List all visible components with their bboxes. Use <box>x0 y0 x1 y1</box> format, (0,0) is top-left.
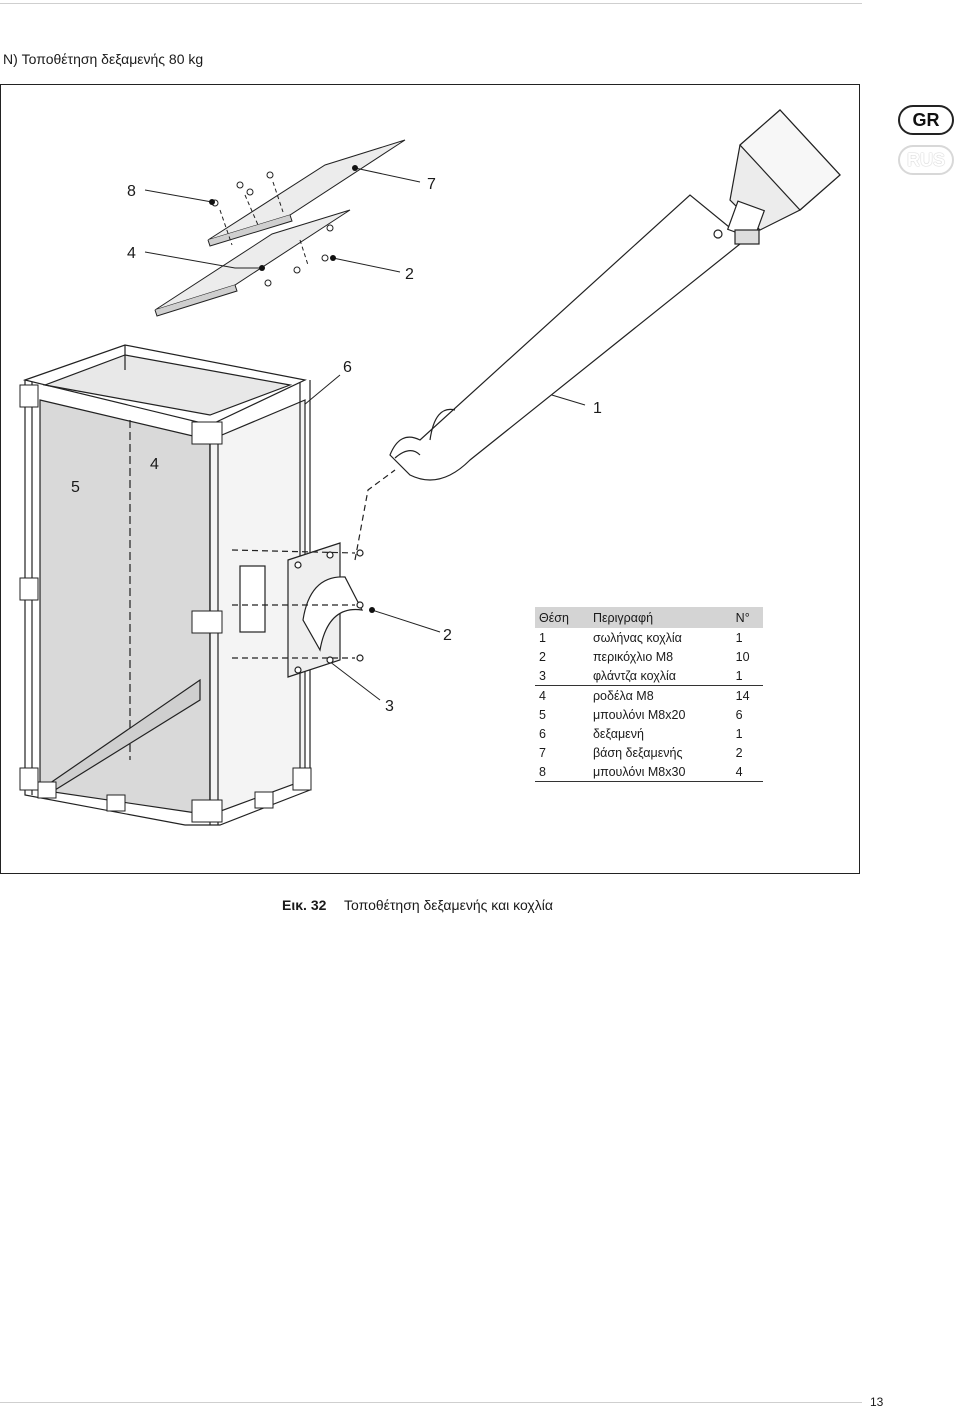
top-rule <box>0 3 862 4</box>
row-qty: 1 <box>735 630 743 645</box>
parts-table-header: Θέση Περιγραφή N° <box>535 607 763 628</box>
tank-base-plates <box>154 139 406 317</box>
bottom-rule <box>0 1402 862 1403</box>
callout-3: 3 <box>385 698 394 715</box>
callout-4-top: 4 <box>127 245 136 262</box>
row-qty: 2 <box>735 745 743 760</box>
row-qty: 6 <box>735 707 743 722</box>
row-desc: φλάντζα κοχλία <box>592 668 677 683</box>
figure-caption-text: Τοποθέτηση δεξαμενής και κοχλία <box>344 897 553 913</box>
row-qty: 1 <box>735 668 743 683</box>
row-pos: 1 <box>539 630 546 645</box>
row-desc: περικόχλιο M8 <box>592 649 674 664</box>
table-row: 6 δεξαμενή 1 <box>535 724 763 743</box>
row-qty: 14 <box>731 685 763 705</box>
row-desc: μπουλόνι M8x20 <box>592 707 686 722</box>
table-row: 7 βάση δεξαμενής 2 <box>535 743 763 762</box>
callout-2-top: 2 <box>405 266 414 283</box>
callout-labels: 8 7 4 2 6 1 5 4 2 3 <box>71 176 602 715</box>
row-pos: 4 <box>535 685 589 705</box>
callout-4-mid: 4 <box>150 456 159 473</box>
page-number: 13 <box>870 1395 884 1409</box>
table-row: 1 σωλήνας κοχλία 1 <box>535 628 763 647</box>
callout-5: 5 <box>71 479 80 496</box>
row-pos: 6 <box>539 726 546 741</box>
table-row: 5 μπουλόνι M8x20 6 <box>535 705 763 724</box>
language-badge-gr: GR <box>898 105 954 135</box>
row-desc: μπουλόνι M8x30 <box>588 762 732 782</box>
parts-table: Θέση Περιγραφή N° 1 σωλήνας κοχλία 1 2 π… <box>535 607 763 782</box>
row-desc: ροδέλα M8 <box>588 685 732 705</box>
row-pos: 5 <box>539 707 546 722</box>
figure-frame <box>0 84 860 874</box>
header-pos: Θέση <box>535 607 589 628</box>
auger-flange <box>231 469 396 678</box>
header-desc: Περιγραφή <box>588 607 732 628</box>
figure-caption-number: Εικ. 32 <box>282 897 327 913</box>
tank-left-panel <box>39 399 211 816</box>
tank-rivets <box>19 384 312 823</box>
row-pos: 2 <box>539 649 546 664</box>
language-badge-rus: RUS <box>898 145 954 175</box>
assembly-drawing: 8 7 4 2 6 1 5 4 2 3 <box>19 109 841 826</box>
auger-tube <box>389 109 841 481</box>
callout-2-mid: 2 <box>443 627 452 644</box>
callout-1: 1 <box>593 400 602 417</box>
upper-base-plate <box>207 139 406 241</box>
table-row: 3 φλάντζα κοχλία 1 <box>535 666 763 686</box>
header-qty: N° <box>731 607 763 628</box>
table-row: 4 ροδέλα M8 14 <box>535 685 763 705</box>
row-qty: 10 <box>735 649 750 664</box>
section-title: N) Τοποθέτηση δεξαμενής 80 kg <box>3 51 204 67</box>
row-qty: 1 <box>735 726 743 741</box>
callout-6: 6 <box>343 359 352 376</box>
row-pos: 8 <box>535 762 589 782</box>
table-row: 2 περικόχλιο M8 10 <box>535 647 763 666</box>
row-pos: 3 <box>539 668 546 683</box>
row-pos: 7 <box>539 745 546 760</box>
row-qty: 4 <box>731 762 763 782</box>
row-desc: βάση δεξαμενής <box>592 745 683 760</box>
tank-body <box>22 344 311 826</box>
row-desc: σωλήνας κοχλία <box>592 630 682 645</box>
row-desc: δεξαμενή <box>592 726 644 741</box>
callout-8: 8 <box>127 183 136 200</box>
callout-7: 7 <box>427 176 436 193</box>
table-row: 8 μπουλόνι M8x30 4 <box>535 762 763 782</box>
